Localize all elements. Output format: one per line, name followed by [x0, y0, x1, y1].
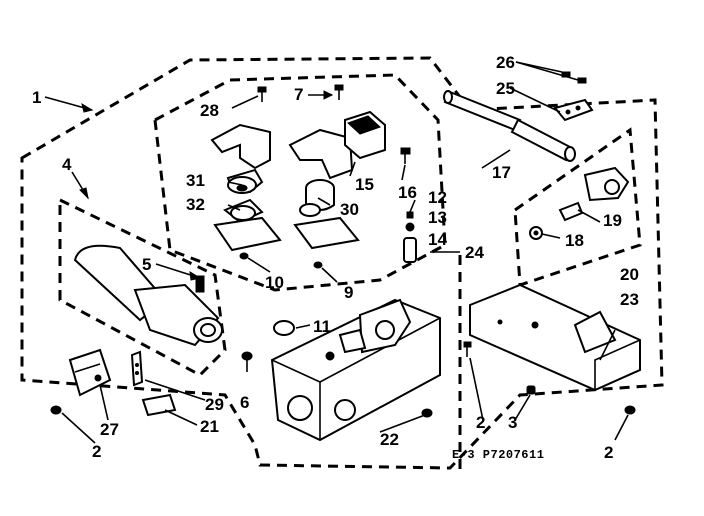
callout-11: 11	[313, 317, 331, 336]
plug-part-11	[273, 320, 295, 336]
solenoid-right	[288, 128, 360, 250]
callout-6: 6	[240, 393, 249, 412]
grommet-part-9	[313, 261, 323, 269]
callout-21: 21	[200, 417, 219, 436]
pieces-12-13-14	[403, 211, 417, 263]
orifice-part-6	[241, 351, 253, 361]
solenoid-group-outline	[153, 73, 447, 292]
screw-part-16	[400, 147, 411, 164]
terminal-block-part-27	[68, 348, 112, 397]
callout-31: 31	[186, 171, 205, 190]
screw-part-28	[257, 86, 267, 102]
burner-tube	[73, 244, 223, 347]
screw-part-2-left	[50, 405, 62, 415]
callout-12: 12	[428, 188, 447, 207]
coil-block-part-15	[344, 110, 386, 160]
callout-14: 14	[428, 230, 447, 249]
assembly-boundary-outline	[20, 56, 664, 470]
valve-body	[270, 298, 441, 442]
callout-2-right: 2	[604, 443, 613, 462]
callout-4: 4	[62, 155, 72, 174]
tube-part-17	[443, 90, 576, 162]
callout-25: 25	[496, 79, 515, 98]
callout-24: 24	[465, 243, 484, 262]
callout-29: 29	[205, 395, 224, 414]
callout-3: 3	[508, 413, 517, 432]
grommet-part-10	[239, 252, 249, 260]
callout-10: 10	[265, 273, 284, 292]
callout-19: 19	[603, 211, 622, 230]
mounting-bracket-part-23	[469, 283, 641, 392]
callout-9: 9	[344, 283, 353, 302]
bracket-screws	[463, 341, 636, 415]
callout-7: 7	[294, 85, 303, 104]
callout-22: 22	[380, 430, 399, 449]
callout-13: 13	[428, 208, 447, 227]
callout-1: 1	[32, 88, 41, 107]
igniter-group-outline	[513, 127, 642, 288]
callout-28: 28	[200, 101, 219, 120]
fitting-part-21	[141, 393, 177, 417]
callout-2-center: 2	[476, 413, 485, 432]
callout-16: 16	[398, 183, 417, 202]
bracket-part-25	[553, 71, 594, 122]
burner-group-outline	[58, 197, 227, 377]
callout-32: 32	[186, 195, 205, 214]
callout-27: 27	[100, 420, 119, 439]
callout-2-left: 2	[92, 442, 101, 461]
callout-20: 20	[620, 265, 639, 284]
callout-23: 23	[620, 290, 639, 309]
leader-lines	[44, 61, 629, 444]
solenoid-left	[210, 123, 282, 252]
callout-5: 5	[142, 255, 151, 274]
callout-17: 17	[492, 163, 511, 182]
callout-26: 26	[496, 53, 515, 72]
igniter-parts	[529, 166, 630, 240]
callout-15: 15	[355, 175, 374, 194]
screw-part-7	[334, 84, 344, 100]
callout-18: 18	[565, 231, 584, 250]
plate-part-29	[130, 350, 144, 387]
callout-30: 30	[340, 200, 359, 219]
part-code-label: E-3 P7207611	[452, 448, 544, 462]
